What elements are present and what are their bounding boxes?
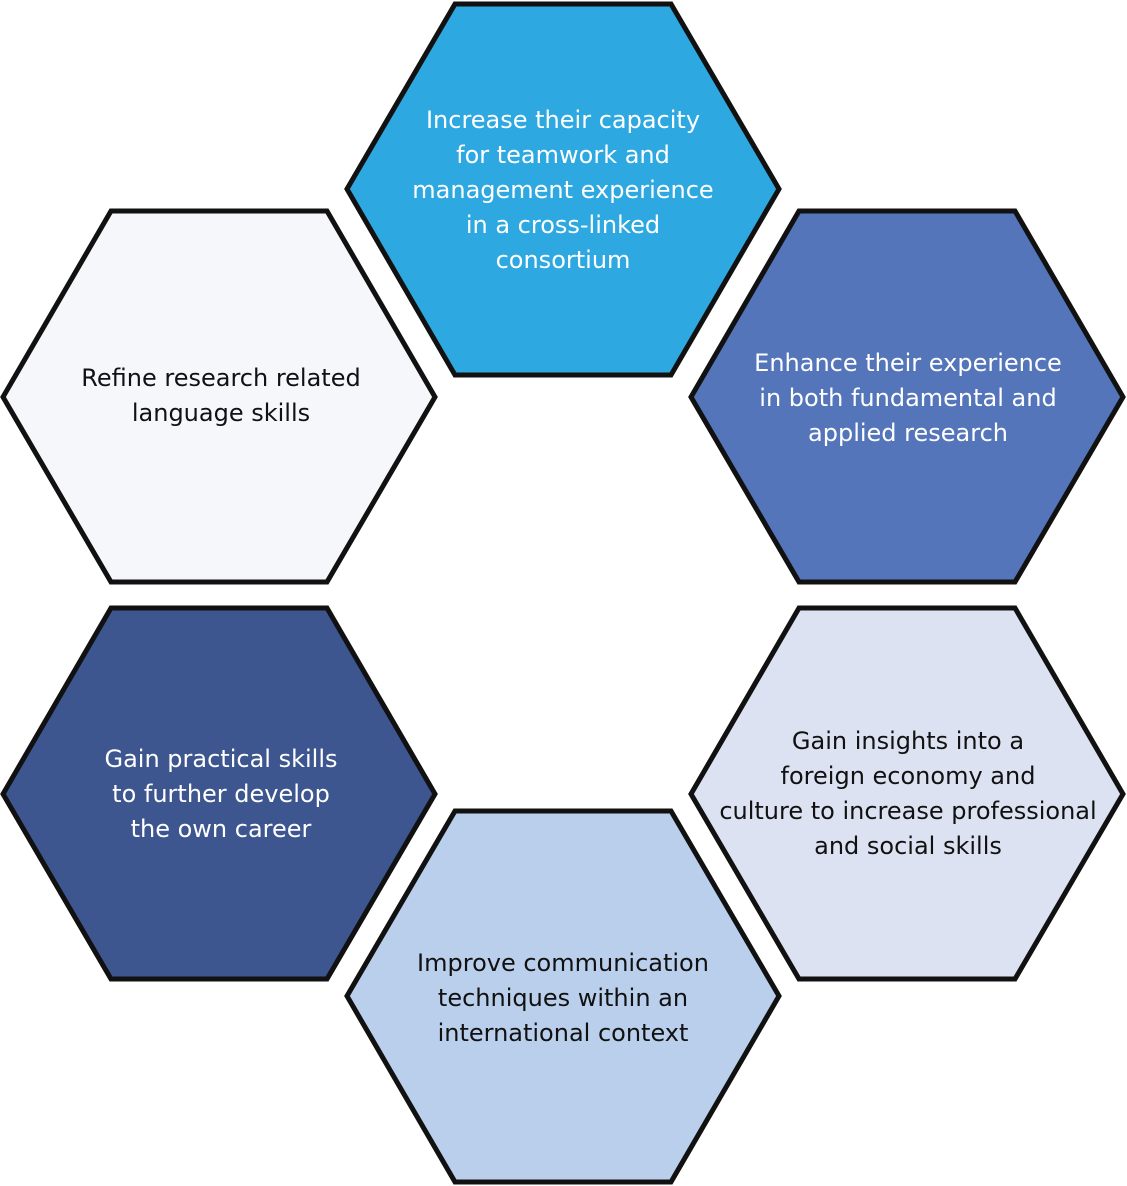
hex-right-lower-line: Gain insights into a	[791, 727, 1025, 755]
hex-left-lower-shape	[0, 605, 438, 982]
hex-right-upper-text: Enhance their experience in both fundame…	[705, 328, 1111, 468]
hex-top-text: Increase their capacity for teamwork and…	[360, 85, 766, 295]
hex-right-upper-shape	[688, 208, 1126, 585]
hex-bottom-text: Improve communication techniques within …	[360, 928, 766, 1068]
hex-right-upper-line: in both fundamental and	[759, 383, 1057, 412]
hex-left-upper-text: Refine research related language skills	[18, 344, 424, 448]
hex-left-upper-line: language skills	[131, 399, 311, 427]
hex-right-lower-line: foreign economy and	[780, 762, 1036, 790]
hex-right-lower-line: culture to increase professional	[719, 797, 1097, 825]
hex-top-line: for teamwork and	[456, 140, 670, 169]
hex-right-upper-line: Enhance their experience	[754, 348, 1062, 377]
hex-left-upper-line: Refine research related	[81, 364, 361, 392]
hex-left-lower-line: Gain practical skills	[104, 744, 338, 773]
hex-top-shape	[344, 1, 782, 378]
hex-top-line: Increase their capacity	[425, 105, 701, 134]
hex-bottom-line: techniques within an	[437, 983, 689, 1012]
hex-left-lower-line: to further develop	[112, 779, 330, 808]
hex-bottom-line: Improve communication	[417, 948, 709, 977]
hex-bottom-shape	[344, 808, 782, 1185]
hex-left-upper-shape	[0, 208, 438, 585]
hex-bottom-line: international context	[437, 1018, 689, 1047]
hex-left-lower-text: Gain practical skills to further develop…	[18, 724, 424, 864]
hex-right-upper-line: applied research	[808, 418, 1008, 447]
hex-top-line: in a cross-linked	[465, 210, 661, 239]
hex-right-lower-text: Gain insights into a foreign economy and…	[705, 706, 1111, 882]
hex-left-lower-line: the own career	[130, 814, 312, 843]
hex-right-lower-shape	[688, 605, 1126, 982]
hex-right-lower-line: and social skills	[814, 832, 1002, 860]
hex-top-line: management experience	[412, 175, 714, 204]
hex-top-line: consortium	[495, 245, 631, 274]
